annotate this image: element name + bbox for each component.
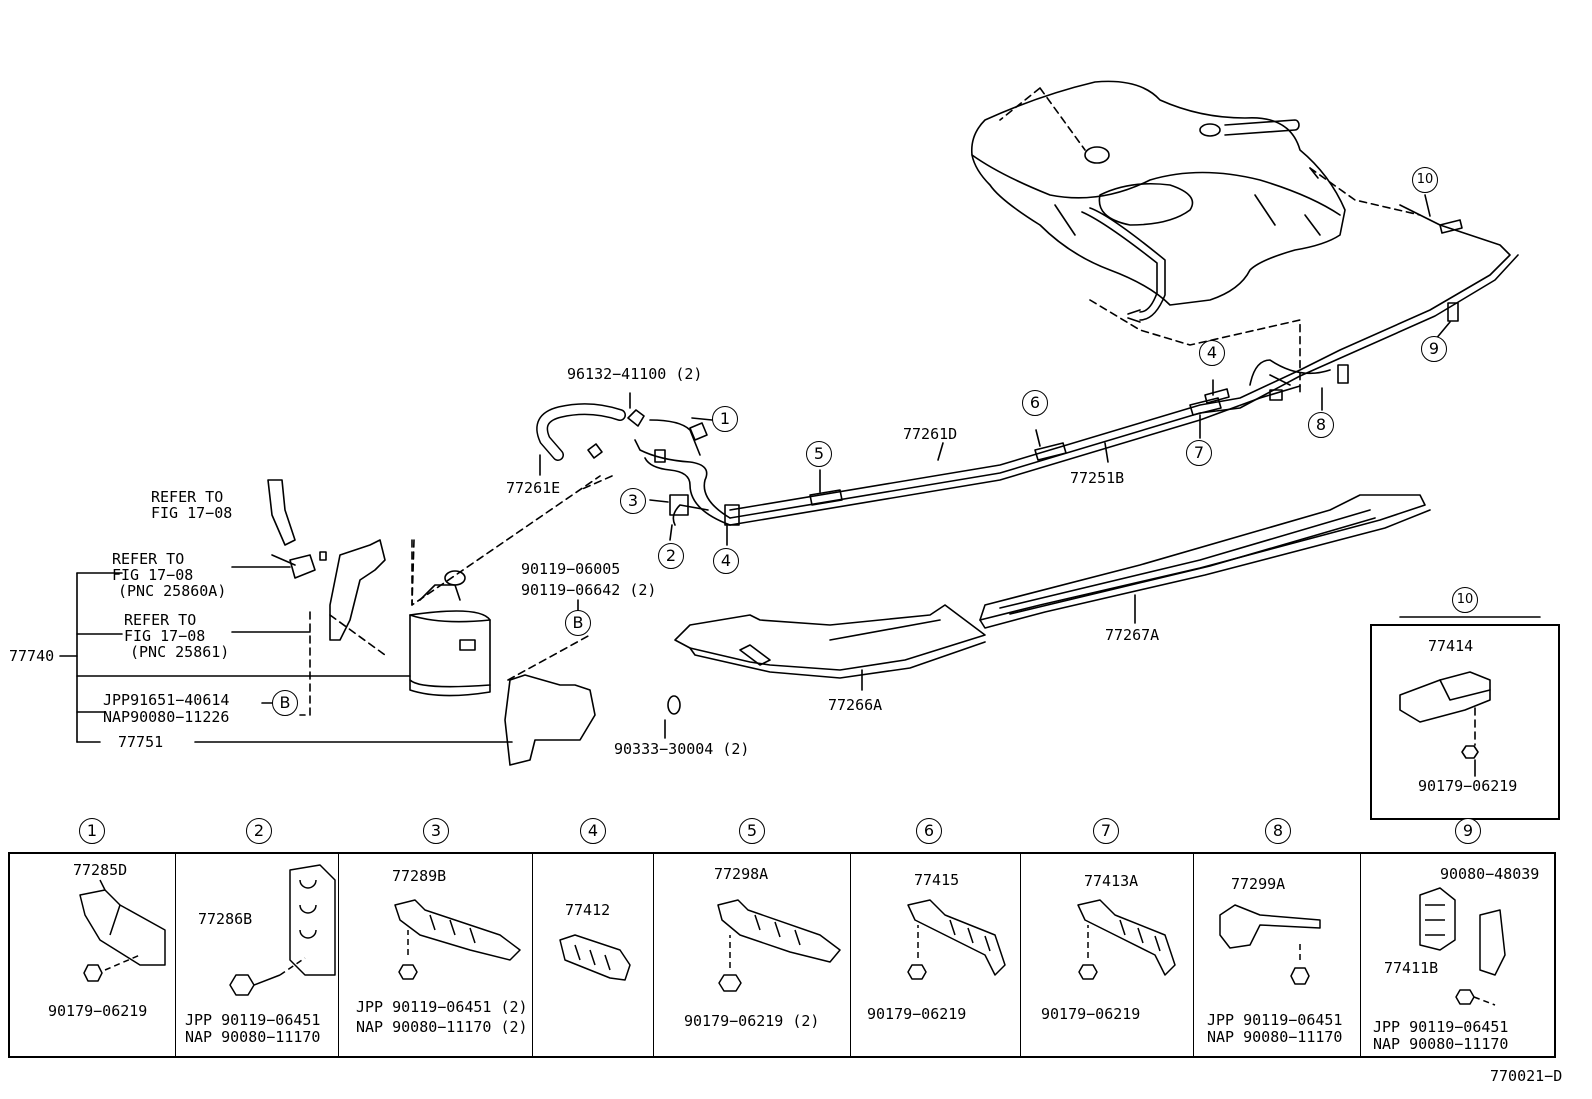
label-77266A: 77266A (828, 696, 883, 714)
detail-4-part-a: 77412 (565, 901, 611, 919)
label-96132-41100: 96132−41100 (2) (567, 365, 703, 383)
label-90333-30004: 90333−30004 (2) (614, 740, 750, 758)
refer-to-2-line1: REFER TO (112, 550, 185, 568)
callout-8: 8 (1308, 412, 1334, 438)
detail-3-part-c: NAP 90080−11170 (2) (356, 1018, 528, 1036)
detail-cell-8 (1194, 854, 1361, 1056)
refer-to-2-line2: FIG 17−08 (112, 566, 194, 584)
callout-9: 9 (1421, 336, 1447, 362)
detail-2-part-b: JPP 90119−06451 (185, 1011, 321, 1029)
detail-8-part-c: NAP 90080−11170 (1207, 1028, 1343, 1046)
detail-5-part-b: 90179−06219 (2) (684, 1012, 820, 1030)
label-nap-90080: NAP90080−11226 (103, 708, 230, 726)
refer-to-1-line2: FIG 17−08 (151, 504, 233, 522)
figure-id: 770021−D (1490, 1067, 1563, 1085)
detail-callout-1: 1 (79, 818, 105, 844)
label-77740: 77740 (9, 647, 55, 665)
refer-to-3-line2: FIG 17−08 (124, 627, 206, 645)
callout-4: 4 (713, 548, 739, 574)
callout-10: 10 (1412, 167, 1438, 193)
detail-5-part-a: 77298A (714, 865, 769, 883)
charcoal-canister-drawing (409, 570, 491, 697)
callout-4b: 4 (1199, 340, 1225, 366)
label-77751: 77751 (118, 733, 164, 751)
pipe-protectors-drawing (674, 494, 1431, 679)
detail-8-part-a: 77299A (1231, 875, 1286, 893)
detail-9-part-c: JPP 90119−06451 (1373, 1018, 1509, 1036)
detail-cell-3 (339, 854, 533, 1056)
detail-7-part-a: 77413A (1084, 872, 1139, 890)
detail-9-part-d: NAP 90080−11170 (1373, 1035, 1509, 1053)
callout-b-1: B (565, 610, 591, 636)
refer-to-2-line3: (PNC 25860A) (118, 582, 227, 600)
detail-6-part-b: 90179−06219 (867, 1005, 967, 1023)
detail-cell-2 (176, 854, 339, 1056)
detail-callout-2: 2 (246, 818, 272, 844)
label-77251B: 77251B (1070, 469, 1125, 487)
detail-1-part-b: 90179−06219 (48, 1002, 148, 1020)
callout-7: 7 (1186, 440, 1212, 466)
detail-1-part-a: 77285D (73, 861, 128, 879)
label-jpp-91651: JPP91651−40614 (103, 691, 230, 709)
detail-9-part-a: 90080−48039 (1440, 865, 1540, 883)
callout-2: 2 (658, 543, 684, 569)
detail-2-part-c: NAP 90080−11170 (185, 1028, 321, 1046)
label-77261D: 77261D (903, 425, 958, 443)
detail-cell-6 (851, 854, 1021, 1056)
detail-cell-4 (533, 854, 654, 1056)
label-77267A: 77267A (1105, 626, 1160, 644)
detail-8-part-b: JPP 90119−06451 (1207, 1011, 1343, 1029)
detail-table (8, 852, 1556, 1058)
label-90119-06005: 90119−06005 (521, 560, 621, 578)
detail-9-part-b: 77411B (1384, 959, 1439, 977)
detail-2-part-a: 77286B (198, 910, 253, 928)
refer-to-3-line1: REFER TO (124, 611, 197, 629)
detail-3-part-b: JPP 90119−06451 (2) (356, 998, 528, 1016)
detail-callout-4: 4 (580, 818, 606, 844)
detail-7-part-b: 90179−06219 (1041, 1005, 1141, 1023)
inset-callout-10: 10 (1452, 587, 1478, 613)
detail-cell-1 (10, 854, 176, 1056)
detail-cell-7 (1021, 854, 1194, 1056)
callout-5: 5 (806, 441, 832, 467)
detail-cell-5 (654, 854, 851, 1056)
callout-b-2: B (272, 690, 298, 716)
fuel-tank-drawing (970, 80, 1346, 323)
label-90119-06642: 90119−06642 (2) (521, 581, 657, 599)
detail-callout-5: 5 (739, 818, 765, 844)
callout-3: 3 (620, 488, 646, 514)
detail-callout-8: 8 (1265, 818, 1291, 844)
label-77261E: 77261E (506, 479, 561, 497)
refer-to-1-line1: REFER TO (151, 488, 224, 506)
detail-callout-6: 6 (916, 818, 942, 844)
refer-to-3-line3: (PNC 25861) (130, 643, 230, 661)
inset-label-90179: 90179−06219 (1418, 777, 1518, 795)
callout-1: 1 (712, 406, 738, 432)
detail-callout-3: 3 (423, 818, 449, 844)
detail-6-part-a: 77415 (914, 871, 960, 889)
detail-callout-9: 9 (1455, 818, 1481, 844)
detail-callout-7: 7 (1093, 818, 1119, 844)
detail-3-part-a: 77289B (392, 867, 447, 885)
inset-label-77414: 77414 (1428, 637, 1474, 655)
callout-6: 6 (1022, 390, 1048, 416)
